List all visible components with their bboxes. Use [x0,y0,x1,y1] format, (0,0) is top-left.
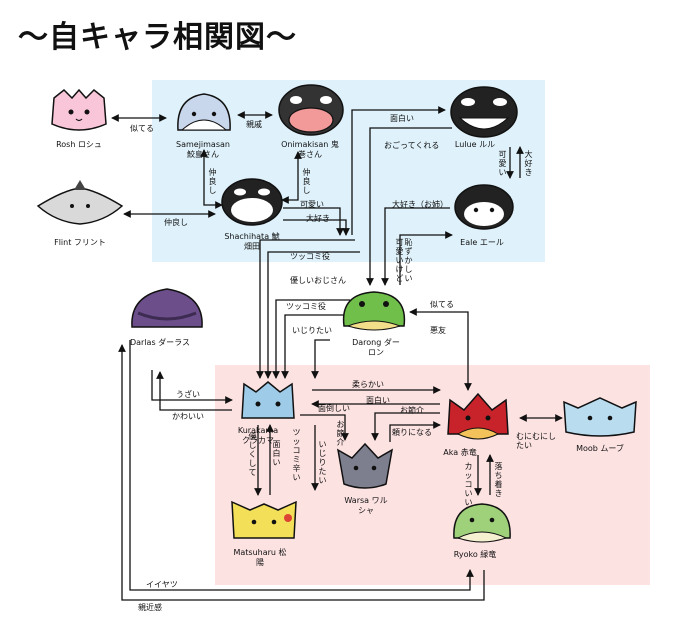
label-osekkai-b: お節介 [400,406,424,415]
arrow-ijiritai-top [281,314,350,379]
green-frog-icon [342,291,406,331]
name-kurakama: Kurakama クラカマ [237,426,279,445]
arrow-kurakama-warsa [300,414,349,441]
label-shachi-kawaii: 可愛い [300,200,324,209]
arrow-hazukashii [399,231,453,285]
label-ochitsuki: 落ち着き [494,462,503,498]
blue-shark-icon [177,93,231,131]
label-yasashii-ojisan: 優しいおじさん [290,276,346,285]
label-omoshiroi-low: 面白い [272,440,281,467]
label-uzai: うざい [176,390,200,399]
arrow-tsukkomi-top [256,239,355,379]
name-onimaki: Onimakisan 鬼巻さん [281,140,339,159]
arrow-darlas-ryoko-iiyatsu [129,340,474,591]
name-rosh: Rosh ロシュ [56,140,102,149]
label-shinkinkan: 親近感 [138,603,162,612]
label-iiyatsu: イイヤツ [146,580,178,589]
label-yasashikushite: 優しくして [248,432,257,477]
name-warsa: Warsa ワルシャ [344,496,388,515]
arrow-samejima-shachihata [200,149,223,209]
arrow-yasashii-ojisan [264,251,360,379]
label-osekkai-a: お節介 [336,420,345,447]
name-aka: Aka 赤竜 [443,448,477,457]
orca-icon [450,86,518,138]
label-tayori: 頼りになる [392,428,432,437]
label-daisuki-oane: 大好き（お姉） [392,200,448,209]
arrow-darong-aka [409,308,472,391]
label-samejima-onimaki: 親戚 [246,120,262,129]
label-oni-shachi: 仲良し [302,168,311,195]
name-moob: Moob ムーブ [576,444,624,453]
label-kakkoii: カッコいい [464,462,473,507]
label-ijiritai-top: いじりたい [292,326,332,335]
label-kawaiikedo: 可愛いけど [395,238,404,283]
arrow-onimaki-shachihata [281,151,302,204]
name-eale: Eale エール [460,238,504,247]
name-shachihata: Shachihata 鯱畑田 [224,232,280,251]
arrow-ryoko-darlas-shinkinkan [118,344,485,601]
label-flint-shachihata: 仲良し [164,218,188,227]
label-kawaii-darlas: かわいい [172,412,204,421]
label-omoshiroi-top: 面白い [390,114,414,123]
pink-creature-icon [51,88,107,131]
label-ogotte: おごってくれる [384,141,440,150]
orca-icon [221,178,283,226]
green-dragon-icon [453,503,511,543]
arrow-darlas-kurakama-1 [151,370,233,404]
arrow-daisuki-oane [381,207,450,286]
label-omoshiroi-mid: 面白い [366,396,390,405]
name-darlas: Darlas ダーラス [129,338,191,347]
name-flint: Flint フリント [54,238,106,247]
arrow-shachi-daisuki [283,219,350,236]
name-samejima: Samejimasan 鮫島さん [176,140,230,159]
label-tsukkomi-mid: ツッコミ役 [286,302,326,311]
name-matsuharu: Matsuharu 松陽 [233,548,287,567]
label-rosh-samejima: 似てる [130,124,154,133]
arrow-shachi-kawaii [283,207,344,236]
label-tsukkomi-top: ツッコミ役 [290,252,330,261]
arrow-warsa-aka-tayori [389,421,441,442]
label-same-shachi: 仲良し [208,168,217,195]
blue-dragon-icon [563,397,637,437]
page-title: 〜自キャラ相関図〜 [18,20,297,55]
gray-wolf-icon [336,442,394,489]
arrow-darong-kurakama [311,339,330,379]
label-munimuni: むにむにしたい [516,432,556,450]
blue-cat-icon [241,381,295,419]
purple-blob-icon [131,288,203,328]
label-lulue-eale-kawaii: 可愛い [498,150,507,177]
label-niteru-aka: 似てる [430,300,454,309]
name-darong: Darong ダーロン [352,338,400,357]
name-ryoko: Ryoko 緑竜 [453,550,497,559]
arrow-darlas-kurakama-2 [156,371,232,411]
arrow-aka-warsa-osekkai [371,412,440,441]
yellow-cat-icon [231,500,297,539]
label-yawarakai: 柔らかい [352,380,384,389]
label-shachi-daisuki: 大好き [306,214,330,223]
label-ijiritai-low: いじりたい [318,440,327,485]
orca-icon [278,84,344,136]
red-dragon-icon [447,392,509,440]
label-lulue-eale-daisuki: 大好き [524,150,533,177]
label-mendokusai: 面倒しい [318,404,350,413]
gray-manta-icon [36,180,124,225]
label-hazukashii: 恥ずかしい [404,238,413,283]
name-lulue: Lulue ルル [454,140,496,149]
label-akuyuu: 悪友 [430,326,446,335]
arrow-ogotte [366,127,452,286]
orca-icon [454,184,514,230]
label-tsukkomi-tsurai: ツッコミ辛い [292,428,301,482]
arrow-omoshiroi-top [351,106,446,235]
arrow-tsukkomi-mid [272,299,350,379]
